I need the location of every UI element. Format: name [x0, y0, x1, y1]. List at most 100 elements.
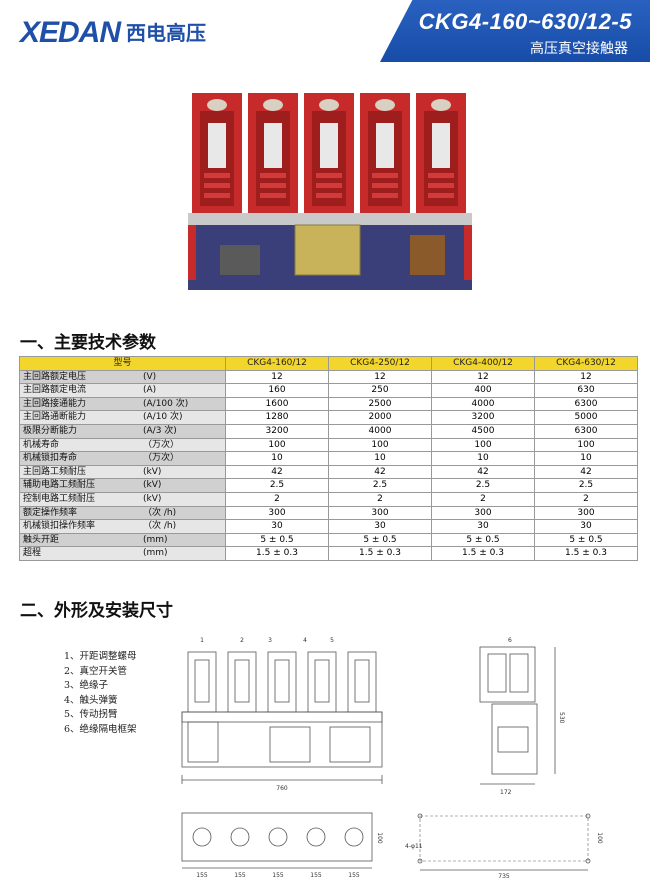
parameter-value: 300	[431, 505, 535, 521]
parameter-value: 5 ± 0.5	[328, 532, 432, 548]
parameter-name-cell: 额定操作频率（次 /h)	[19, 505, 226, 521]
parameter-value: 400	[431, 383, 535, 398]
parameter-name: 主回路额定电压	[23, 371, 87, 382]
parameter-value: 12	[328, 369, 432, 385]
legend-item: 1、开距调整螺母	[64, 651, 137, 662]
parameter-value: 300	[225, 505, 329, 521]
parameter-name: 控制电路工频耐压	[23, 493, 96, 504]
model-number: CKG4-160~630/12-5	[418, 9, 632, 34]
parameter-name: 超程	[23, 548, 42, 559]
parameter-value: 3200	[431, 410, 535, 425]
parameter-name: 主回路通断能力	[23, 412, 87, 423]
parameter-name: 机械锁扣操作频率	[23, 521, 96, 532]
parameter-value: 1.5 ± 0.3	[328, 546, 432, 561]
parameter-unit: (mm)	[143, 534, 168, 545]
parameter-value: 30	[328, 519, 432, 534]
parameter-value: 100	[328, 437, 432, 453]
parameter-value: 300	[534, 505, 638, 521]
dimension-side-height: 530	[558, 712, 565, 724]
parameter-value: 630	[534, 383, 638, 398]
parameter-value: 1.5 ± 0.3	[225, 546, 329, 561]
parameter-unit: (V)	[143, 371, 157, 382]
parameter-name-cell: 超程(mm)	[19, 546, 226, 561]
dimension-pitch: 155	[310, 872, 322, 879]
dimension-side-width: 172	[500, 789, 512, 796]
dimension-pitch: 155	[272, 872, 284, 879]
parameter-value: 250	[328, 383, 432, 398]
parameter-name-cell: 极限分断能力(A/3 次)	[19, 423, 226, 439]
parameter-name-cell: 主回路额定电流(A)	[19, 383, 226, 398]
parameters-table: 型号 CKG4-160/12 CKG4-250/12 CKG4-400/12 C…	[19, 356, 638, 561]
parameter-unit: （次 /h)	[143, 507, 177, 518]
legend-item: 2、真空开关管	[64, 665, 128, 677]
parameter-value: 2	[328, 491, 432, 507]
parameter-value: 30	[225, 519, 329, 534]
parameter-name-cell: 机械锁扣操作频率 （次 /h)	[19, 519, 226, 534]
parameter-value: 6300	[534, 423, 638, 439]
parameter-name-cell: 主回路通断能力 (A/10 次)	[19, 410, 226, 425]
parameter-unit: （次 /h)	[143, 521, 177, 532]
dimension-plan-height: 100	[376, 832, 383, 844]
dimension-front-width: 760	[276, 785, 288, 792]
dimension-mount-hole: 4-φ11	[405, 843, 423, 850]
parameter-name-cell: 触头开距(mm)	[19, 532, 226, 548]
parameter-unit: (A/100 次)	[143, 398, 189, 409]
parameter-value: 5 ± 0.5	[225, 532, 329, 548]
section-title-parameters: 一、主要技术参数	[20, 333, 156, 353]
parameter-value: 300	[328, 505, 432, 521]
product-name: 高压真空接触器	[530, 41, 628, 57]
table-header-cell: CKG4-630/12	[534, 356, 638, 371]
legend-item: 3、绝缘子	[64, 680, 109, 692]
parameter-unit: （万次）	[143, 453, 180, 464]
company-logo: XEDAN 西电高压	[20, 18, 206, 48]
parameter-value: 100	[431, 437, 535, 453]
dimension-mount-height: 100	[596, 832, 603, 844]
parameter-name: 辅助电路工频耐压	[23, 480, 96, 491]
parameter-value: 42	[225, 464, 329, 480]
callout-1: 1	[200, 637, 204, 644]
parameter-value: 42	[534, 464, 638, 480]
parameter-value: 4000	[431, 396, 535, 412]
parameter-unit: （万次）	[143, 439, 180, 450]
section-title-dimensions: 二、外形及安装尺寸	[20, 601, 173, 621]
dimension-mount-width: 735	[498, 873, 510, 880]
parameter-name: 主回路接通能力	[23, 398, 87, 409]
parameter-name-cell: 机械寿命（万次）	[19, 437, 226, 453]
callout-4: 4	[303, 637, 307, 644]
table-header-cell: 型号	[19, 356, 226, 371]
parameter-value: 1.5 ± 0.3	[534, 546, 638, 561]
dimension-pitch: 155	[348, 872, 360, 879]
parameter-value: 2.5	[328, 478, 432, 493]
legend-item: 6、绝缘隔电框架	[64, 723, 137, 735]
parameter-value: 10	[328, 451, 432, 466]
mounting-drawing: 4-φ11 735 100	[405, 813, 603, 880]
parameter-value: 2.5	[431, 478, 535, 493]
table-header-row: 型号 CKG4-160/12 CKG4-250/12 CKG4-400/12 C…	[19, 356, 638, 371]
side-view-drawing: 6 530 172	[479, 637, 565, 796]
parameter-value: 2	[431, 491, 535, 507]
table-header-cell: CKG4-400/12	[431, 356, 535, 371]
table-header-cell: CKG4-160/12	[225, 356, 329, 371]
parameter-value: 5 ± 0.5	[431, 532, 535, 548]
parameter-value: 10	[225, 451, 329, 466]
parameter-name-cell: 机械锁扣寿命 （万次）	[19, 451, 226, 466]
parameter-value: 4000	[328, 423, 432, 439]
parameter-value: 5 ± 0.5	[534, 532, 638, 548]
parts-legend: 1、开距调整螺母 2、真空开关管 3、绝缘子 4、触头弹簧 5、传动拐臂 6、绝…	[64, 650, 137, 738]
parameter-name: 机械锁扣寿命	[23, 453, 78, 464]
logo-chinese-name: 西电高压	[126, 21, 207, 45]
parameter-value: 30	[534, 519, 638, 534]
parameter-value: 2.5	[225, 478, 329, 493]
parameter-name-cell: 主回路额定电压 (V)	[19, 369, 226, 385]
parameter-unit: (A/10 次)	[143, 412, 183, 423]
